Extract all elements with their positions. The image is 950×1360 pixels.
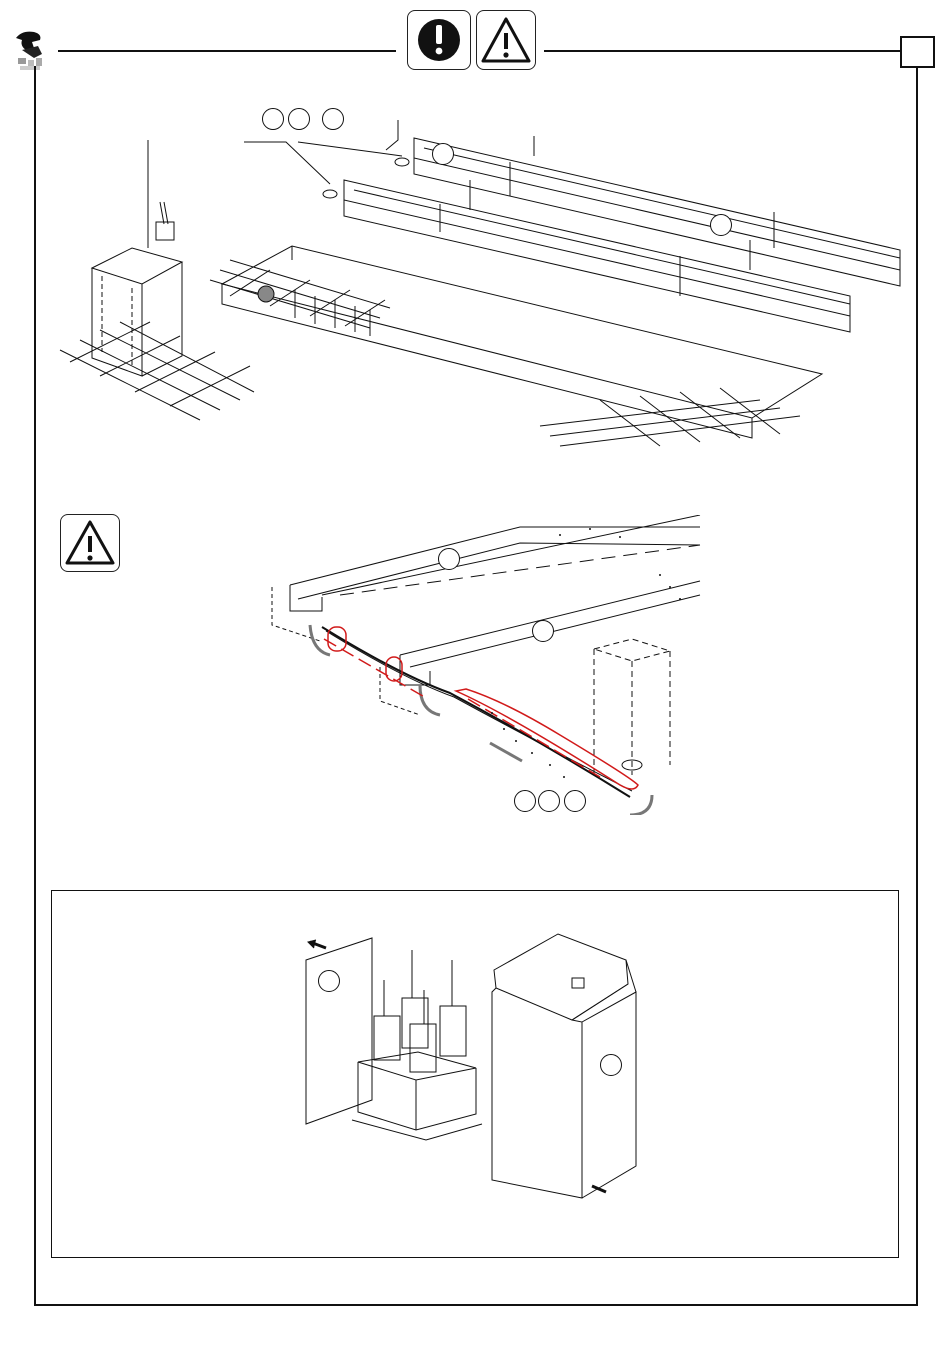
callout-badge: [262, 108, 284, 130]
floor-grid-left: [60, 322, 254, 420]
side-panel: [306, 938, 372, 1124]
control-cabinet: [92, 248, 182, 376]
cable-routing-figure: [260, 515, 720, 815]
control-unit-figure: [296, 930, 646, 1200]
highlight-dash: [324, 639, 600, 777]
page-badge: [900, 36, 935, 68]
callout-badge: [600, 1054, 622, 1076]
header-rule-left: [58, 50, 396, 52]
page-frame-left: [34, 66, 36, 1306]
callout-badge: [710, 214, 732, 236]
callout-badge: [318, 970, 340, 992]
page-frame-right: [916, 66, 918, 1306]
callout-badge: [514, 790, 536, 812]
runway-back: [414, 136, 900, 286]
hydraulic-unit: [358, 1052, 476, 1130]
page-frame-bottom: [34, 1304, 918, 1306]
wall-switch: [156, 222, 174, 240]
runway-upper: [290, 527, 700, 599]
callout-badge: [432, 143, 454, 165]
pit-outline: [222, 246, 822, 418]
callout-badge: [288, 108, 310, 130]
warning-triangle-icon: [476, 10, 536, 70]
header-rule-right: [544, 50, 900, 52]
pump-enclosure: [594, 639, 670, 775]
manual-logo-icon: [12, 28, 52, 72]
warning-triangle-icon: [60, 514, 120, 572]
callout-badge: [564, 790, 586, 812]
callout-badge: [322, 108, 344, 130]
cable-bundle: [322, 627, 630, 797]
runway-front: [344, 180, 850, 332]
exclamation-icon: [407, 10, 471, 70]
callout-badge: [532, 620, 554, 642]
cable-hole: [258, 286, 274, 302]
leader-line: [244, 120, 402, 184]
callout-badge: [438, 548, 460, 570]
floor-grid-middle: [210, 260, 390, 328]
installation-overview-figure: [40, 100, 910, 460]
callout-badge: [538, 790, 560, 812]
